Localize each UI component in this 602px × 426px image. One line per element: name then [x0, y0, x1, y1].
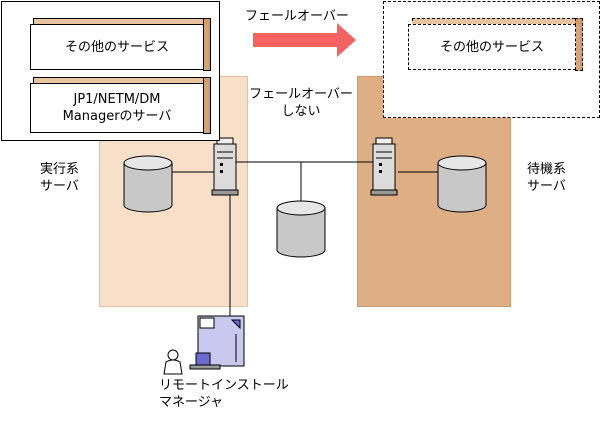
no-failover-line1: フェールオーバー: [249, 87, 353, 102]
active-server-icon: [211, 137, 239, 196]
active-server-label-line1: 実行系: [40, 162, 80, 177]
standby-server-icon: [370, 137, 398, 196]
active-server-label: 実行系 サーバ: [40, 161, 79, 195]
standby-server-label-line2: サーバ: [527, 179, 566, 194]
standby-other-service-label: その他のサービス: [439, 39, 544, 55]
shared-disk-icon: [276, 200, 326, 258]
standby-server-label-line1: 待機系: [527, 162, 567, 177]
failover-arrow: [253, 23, 356, 57]
active-disk-icon: [123, 155, 173, 213]
jp1-service-line1: JP1/NETM/DM: [73, 92, 161, 107]
jp1-service-line2: Managerのサーバ: [62, 109, 172, 124]
active-other-service-box: その他のサービス: [30, 24, 204, 70]
standby-other-service-box: その他のサービス: [408, 24, 576, 70]
standby-disk-icon: [437, 155, 487, 213]
standby-server-label: 待機系 サーバ: [527, 161, 566, 195]
active-other-service-side: [203, 18, 211, 71]
active-other-service-label: その他のサービス: [64, 39, 169, 55]
standby-other-service-side: [575, 18, 583, 71]
remote-installer-label: リモートインストール マネージャ: [159, 377, 289, 411]
failover-label: フェールオーバー: [245, 9, 349, 24]
remote-manager-pc-icon: [189, 315, 245, 370]
remote-installer-line2: マネージャ: [159, 395, 224, 410]
jp1-service-side: [203, 77, 211, 134]
active-server-label-line2: サーバ: [40, 179, 79, 194]
jp1-service-box: JP1/NETM/DM Managerのサーバ: [30, 83, 204, 133]
remote-installer-line1: リモートインストール: [159, 378, 289, 393]
no-failover-line2: しない: [281, 104, 321, 119]
no-failover-label: フェールオーバー しない: [246, 86, 356, 120]
operator-person-icon: [163, 349, 183, 375]
